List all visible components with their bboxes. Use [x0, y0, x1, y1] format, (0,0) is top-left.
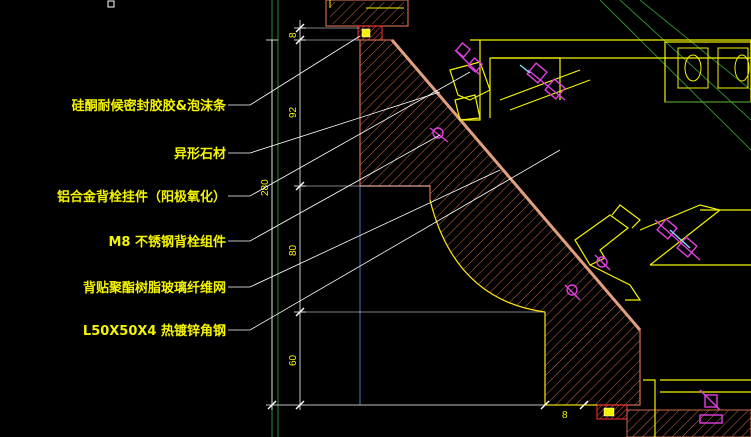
- dim-label: 8: [562, 410, 568, 421]
- label-fiberglass-mesh: 背贴聚酯树脂玻璃纤维网: [83, 280, 226, 296]
- special-shaped-stone: [300, 39, 642, 406]
- label-special-stone: 异形石材: [174, 146, 226, 162]
- dim-label: 8: [288, 32, 299, 38]
- upper-connection-panel: [665, 47, 751, 103]
- label-aluminum-hanger: 铝合金背栓挂件（阳极氧化）: [57, 189, 226, 205]
- bottom-sealant-joint: [545, 404, 628, 420]
- leader-lines: [228, 35, 561, 331]
- viewport-marker: [107, 0, 115, 8]
- upper-angle-bracket: [449, 39, 751, 121]
- dimension-ticks: [267, 23, 589, 410]
- callout-labels: 硅酮耐候密封胶胶&泡沫条 异形石材 铝合金背栓挂件（阳极氧化） M8 不锈钢背栓…: [57, 98, 227, 339]
- label-steel-angle: L50X50X4 热镀锌角钢: [83, 323, 226, 339]
- top-sealant-joint: [300, 25, 383, 41]
- label-sealant: 硅酮耐候密封胶胶&泡沫条: [72, 98, 227, 114]
- lower-bolt-assembly: [564, 218, 723, 424]
- lower-stone-panel: [626, 409, 751, 437]
- upper-stone-panel: [325, 0, 409, 27]
- vertical-dimension-chain: [266, 20, 545, 410]
- dim-label: 80: [288, 244, 299, 256]
- lower-angle-bracket: [574, 204, 751, 437]
- dim-label: 60: [288, 354, 299, 366]
- dim-label: 92: [288, 106, 299, 118]
- upper-bolt-assembly: [429, 41, 566, 143]
- label-m8-bolt: M8 不锈钢背栓组件: [108, 234, 226, 250]
